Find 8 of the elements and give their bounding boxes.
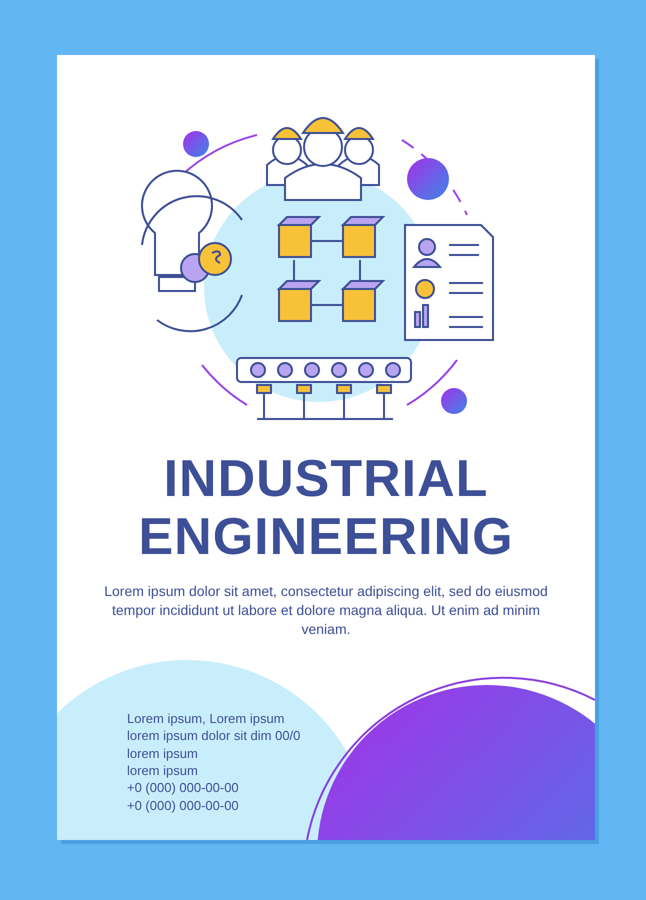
address-text: lorem ipsum dolor sit dim 00/0 [127,727,300,744]
contact-text: Lorem ipsum, Lorem ipsum [127,710,284,727]
phone-number: +0 (000) 000-00-00 [127,779,239,796]
contact-text: lorem ipsum [127,762,198,779]
poster-title: INDUSTRIAL ENGINEERING [137,450,515,566]
contact-text: lorem ipsum [127,744,198,762]
body-paragraph: Lorem ipsum dolor sit amet, consectetur adipiscing elit, sed do eiusmod tempor incididunt ut labore et dolore magna aliqua. Ut enim ad minim veniam. [103,582,549,639]
phone-number: +0 (000) 000-00-00 [127,796,239,814]
